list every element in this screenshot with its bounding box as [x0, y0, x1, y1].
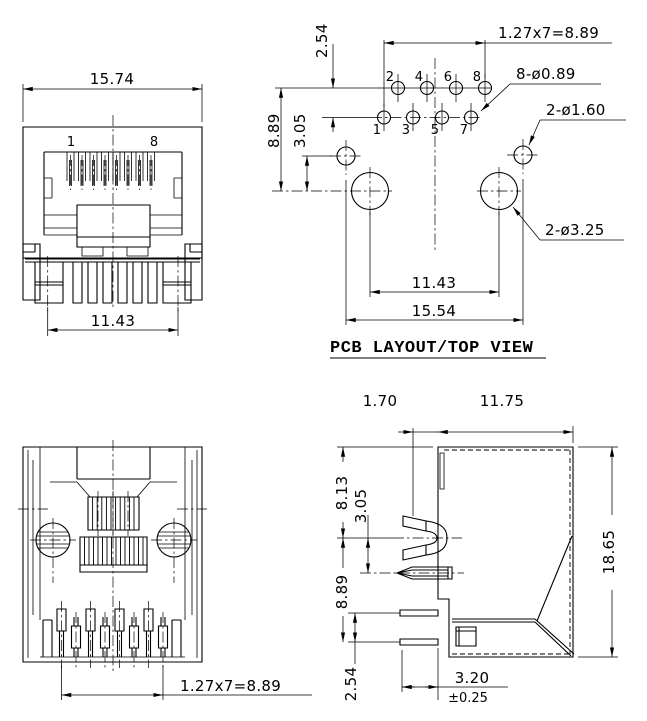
bottom-view: 1.27x7=8.89 [18, 440, 312, 700]
side-dim-contact-to-leg: 8.89 [333, 575, 351, 610]
side-dim-depth: 11.75 [480, 392, 524, 410]
front-dim-width: 15.74 [90, 70, 134, 88]
front-pin8-label: 8 [150, 135, 158, 150]
pcb-dim-pin-span: 1.27x7=8.89 [498, 24, 599, 42]
pcb-pin3-label: 3 [402, 123, 410, 138]
pcb-dim-row-to-mount: 8.89 [265, 113, 283, 148]
side-dim-tail: 3.20 [455, 669, 490, 687]
pcb-dim-locator-span: 15.54 [412, 302, 456, 320]
pcb-pin2-label: 2 [386, 70, 394, 85]
pcb-view-title: PCB LAYOUT/TOP VIEW [330, 339, 534, 358]
pcb-pin8-label: 8 [473, 70, 481, 85]
bottom-dim-pin-span: 1.27x7=8.89 [180, 677, 281, 695]
front-dim-post-span: 11.43 [91, 312, 135, 330]
pcb-dim-locator-to-mount: 3.05 [291, 113, 309, 148]
pcb-pin7-label: 7 [460, 123, 468, 138]
side-dim-height: 18.65 [600, 530, 618, 574]
pcb-pin6-label: 6 [444, 70, 452, 85]
side-dim-contact-gap: 3.05 [352, 489, 370, 524]
side-dim-leg-pitch: 2.54 [342, 667, 360, 702]
pcb-dim-row-pitch: 2.54 [313, 23, 331, 58]
side-dim-top-to-contact: 8.13 [333, 476, 351, 511]
side-dim-front-offset: 1.70 [363, 392, 398, 410]
pcb-label-pin-holes: 8-ø0.89 [516, 65, 576, 83]
front-pin1-label: 1 [67, 135, 75, 150]
side-dim-tail-tol: ±0.25 [448, 691, 488, 706]
pcb-dim-mount-span: 11.43 [412, 274, 456, 292]
pcb-pin1-label: 1 [373, 123, 381, 138]
pcb-label-mount-holes: 2-ø3.25 [545, 221, 605, 239]
pcb-layout-view: 2 4 6 8 1 3 5 7 1.27x7=8.89 2.54 8.89 3.… [265, 23, 626, 359]
pcb-pin4-label: 4 [415, 70, 423, 85]
front-view: 15.74 11.43 1 8 [22, 70, 203, 336]
side-view: 1.70 11.75 18.65 8.13 3.05 8.89 2.54 [333, 392, 618, 706]
pcb-label-locator-holes: 2-ø1.60 [546, 101, 606, 119]
